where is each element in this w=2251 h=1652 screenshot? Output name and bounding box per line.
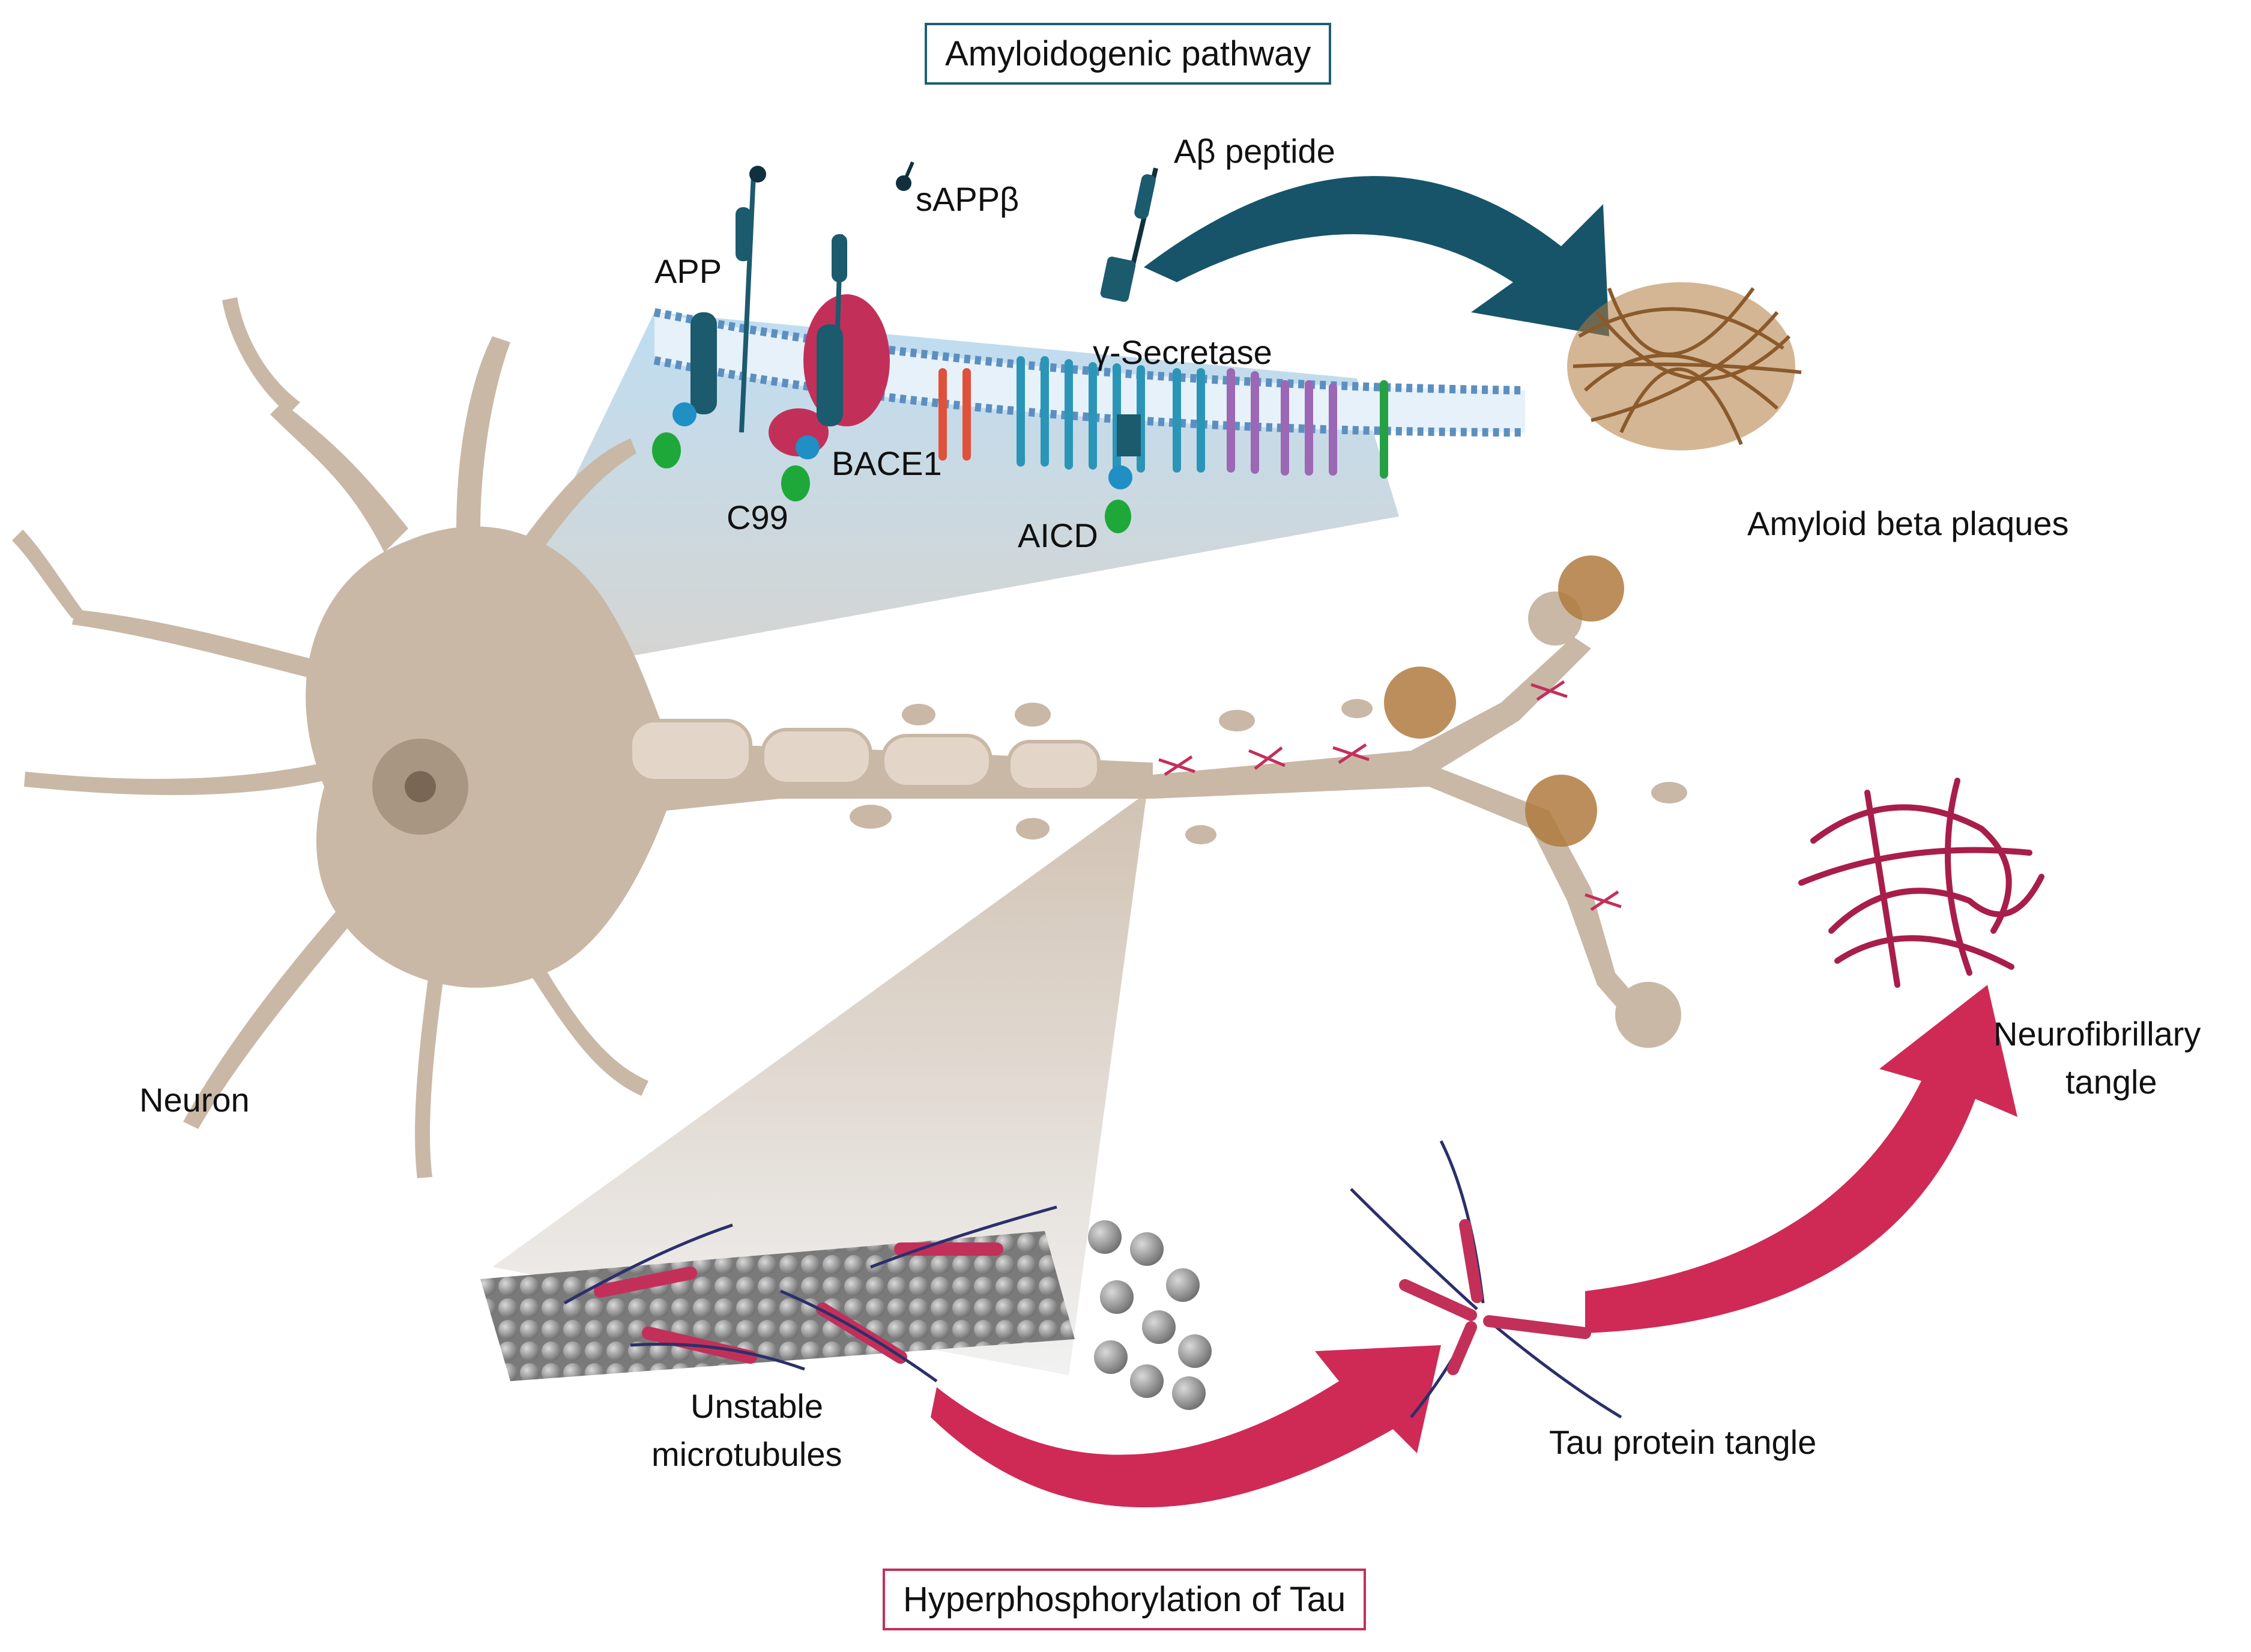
axon-myelin xyxy=(629,719,1101,791)
amyloid-plaques-label: Amyloid beta plaques xyxy=(1747,504,2069,542)
neurofibrillary-tangle xyxy=(1798,778,2044,988)
unstable-microtubules-label-line1: Unstable xyxy=(690,1387,824,1425)
neuron-nucleolus xyxy=(405,771,436,802)
amyloidogenic-pathway-title: Amyloidogenic pathway xyxy=(925,23,1332,85)
neuron-label: Neuron xyxy=(139,1081,250,1119)
sappb-label: sAPPβ xyxy=(916,180,1020,218)
tau-protein-tangle-label: Tau protein tangle xyxy=(1549,1423,1817,1461)
unstable-microtubule xyxy=(480,1205,1212,1410)
app-protein xyxy=(652,166,766,468)
sappb-fragment xyxy=(896,161,914,191)
amyloid-arrow xyxy=(1144,176,1609,336)
axon-plaques xyxy=(1384,555,1624,847)
amyloid-plaque xyxy=(1567,282,1802,450)
aicd-label: AICD xyxy=(1018,516,1098,554)
neurofibrillary-tangle-label-line1: Neurofibrillary xyxy=(1993,1015,2201,1053)
abeta-peptide-label: Aβ peptide xyxy=(1174,132,1335,170)
tau-protein-tangle xyxy=(1350,1140,1622,1419)
unstable-microtubules-label-line2: microtubules xyxy=(651,1435,842,1473)
neurofibrillary-tangle-label-line2: tangle xyxy=(2065,1063,2157,1101)
abeta-peptide xyxy=(1100,168,1158,302)
tau-hyperphosphorylation-title: Hyperphosphorylation of Tau xyxy=(883,1569,1367,1630)
bace1-label: BACE1 xyxy=(832,444,942,482)
gamma-secretase-label: γ-Secretase xyxy=(1093,333,1272,371)
bace1-enzyme xyxy=(769,234,890,501)
tau-to-nft-arrow xyxy=(1585,985,2017,1333)
app-label: APP xyxy=(654,252,722,290)
microtubule-free-tubulin xyxy=(1088,1220,1212,1410)
c99-label: C99 xyxy=(727,498,788,536)
aicd-fragment xyxy=(1105,414,1141,533)
microtubule-to-tau-arrow xyxy=(931,1345,1441,1508)
axon-tau-tangles xyxy=(1158,680,1622,912)
